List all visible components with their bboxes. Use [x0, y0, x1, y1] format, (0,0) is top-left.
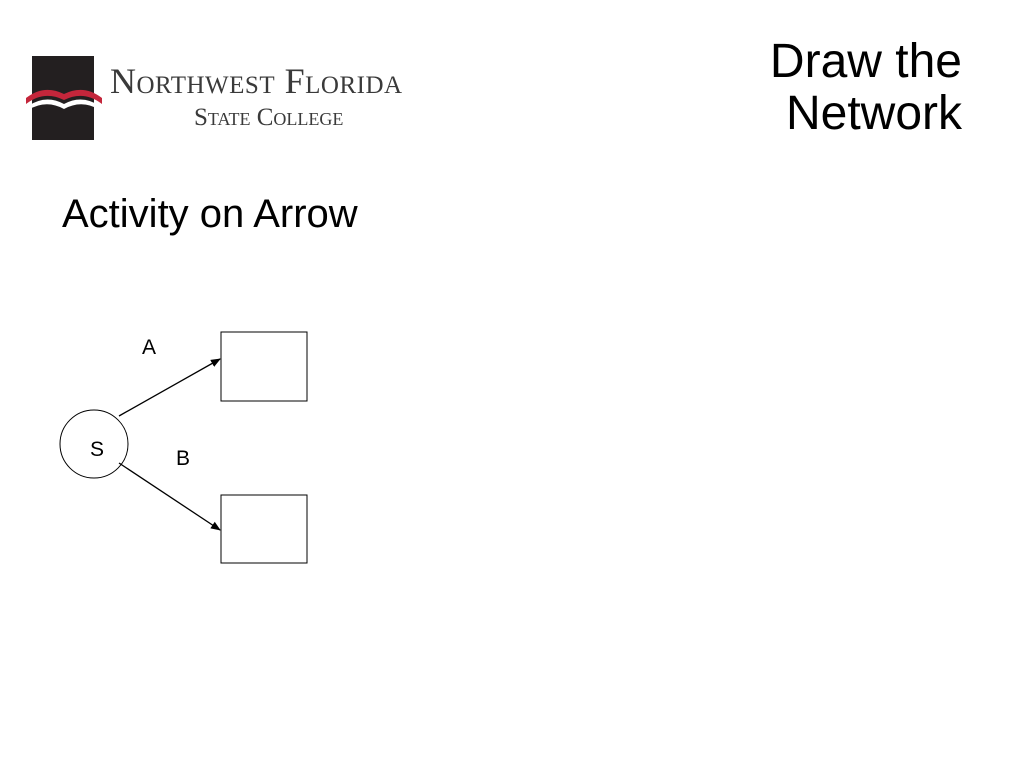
- activity-arrow-a: [118, 358, 221, 417]
- logo-college-type: State College: [194, 104, 344, 131]
- logo-college-name: Northwest Florida: [110, 61, 403, 101]
- activity-label-b: B: [176, 447, 190, 470]
- college-logo: Northwest Florida State College: [24, 54, 464, 142]
- start-node: [59, 409, 129, 479]
- slide-title: Draw the Network: [769, 35, 962, 140]
- open-book-icon: [26, 56, 102, 140]
- activity-label-a: A: [142, 336, 156, 359]
- slide-subtitle: Activity on Arrow: [62, 192, 358, 236]
- activity-arrow-b: [118, 462, 221, 531]
- event-box-bottom: [220, 494, 308, 564]
- start-node-label: S: [90, 438, 104, 461]
- event-box-top: [220, 331, 308, 402]
